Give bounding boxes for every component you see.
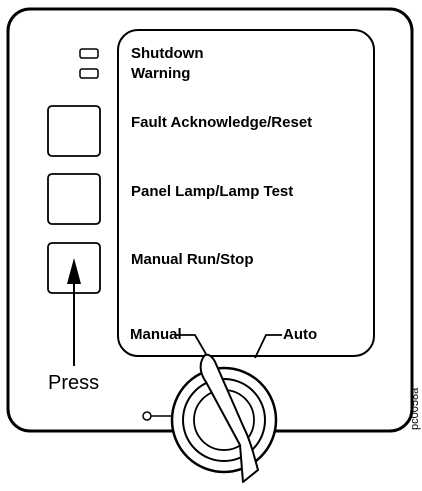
press-callout-label: Press (48, 372, 99, 394)
manual-leader-line (176, 334, 207, 355)
off-position-dot (142, 411, 152, 421)
warning-led-icon (79, 68, 99, 79)
shutdown-label: Shutdown (131, 45, 203, 62)
auto-position-label: Auto (283, 326, 317, 343)
manual-run-label: Manual Run/Stop (131, 251, 254, 268)
panel-lamp-button[interactable] (47, 173, 101, 225)
fault-reset-button[interactable] (47, 105, 101, 157)
warning-label: Warning (131, 65, 190, 82)
shutdown-led-icon (79, 48, 99, 59)
figure-code-label: pc0058a (409, 387, 421, 430)
panel-lamp-label: Panel Lamp/Lamp Test (131, 183, 293, 200)
fault-reset-label: Fault Acknowledge/Reset (131, 114, 312, 131)
key-handle[interactable] (199, 353, 259, 483)
auto-leader-line (254, 334, 282, 359)
arrow-up-icon (67, 258, 81, 366)
rotary-key-switch-icon[interactable] (170, 353, 278, 483)
label-field (117, 29, 375, 357)
manual-position-label: Manual (130, 326, 182, 343)
